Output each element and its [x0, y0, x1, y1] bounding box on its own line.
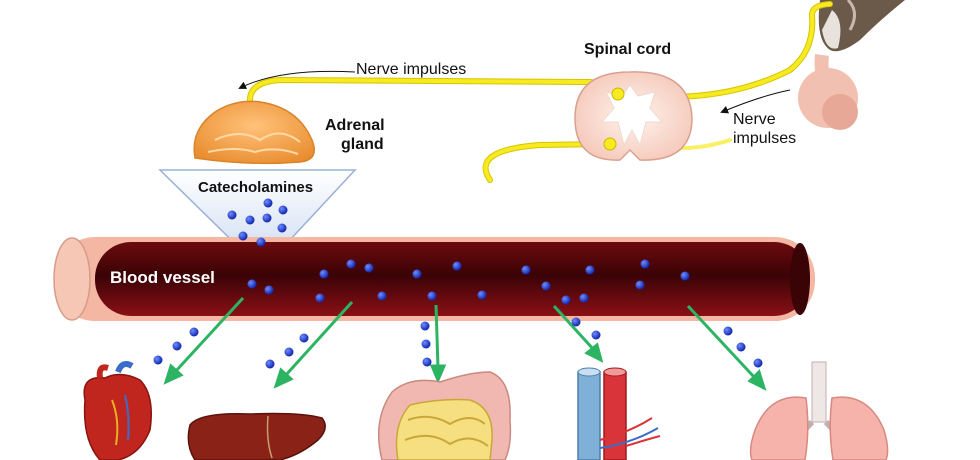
release-arrows: [163, 296, 767, 391]
nerve-impulse-arrow-right: [720, 89, 791, 114]
molecule-dot: [299, 333, 309, 343]
artery-vein-icon: [577, 367, 661, 460]
molecule-dot: [635, 280, 645, 290]
molecule-dot: [585, 265, 595, 275]
blood-vessel-icon: [53, 237, 815, 321]
molecule-dot: [245, 215, 255, 225]
molecule-dot: [238, 231, 248, 241]
spinal-cord-label: Spinal cord: [584, 41, 672, 58]
nerve-impulses-label-top: Nerve impulses: [356, 61, 467, 78]
molecule-dot: [227, 210, 237, 220]
molecule-dot: [421, 339, 431, 349]
molecule-dot: [420, 321, 430, 331]
adrenal-gland-label-1: Adrenal: [325, 117, 385, 134]
molecule-dot: [427, 291, 437, 301]
liver-icon: [187, 412, 326, 460]
molecule-dot: [346, 259, 356, 269]
molecule-dot: [153, 355, 163, 365]
molecule-dot: [364, 263, 374, 273]
lungs-icon: [749, 361, 889, 460]
adrenal-gland-label-2: gland: [341, 136, 384, 153]
molecule-dot: [541, 281, 551, 291]
molecule-dot: [256, 237, 266, 247]
molecule-dot: [422, 357, 432, 367]
catecholamines-label: Catecholamines: [198, 179, 314, 196]
molecule-dot: [172, 341, 182, 351]
molecule-dot: [319, 269, 329, 279]
molecule-dot: [521, 265, 531, 275]
molecule-dot: [315, 293, 325, 303]
molecule-dot: [736, 342, 746, 352]
molecule-dot: [263, 198, 273, 208]
molecule-dot: [377, 291, 387, 301]
catecholamine-funnel: [158, 169, 357, 272]
molecule-dot: [247, 279, 257, 289]
nerve-impulses-label-right-1: Nerve: [733, 111, 776, 128]
blood-vessel-label: Blood vessel: [110, 268, 215, 287]
molecule-dot: [591, 330, 601, 340]
molecule-dot: [640, 259, 650, 269]
molecule-dot: [452, 261, 462, 271]
molecule-dot: [723, 326, 733, 336]
catecholamine-molecules: [153, 198, 763, 369]
nerve-fibers: [247, 1, 833, 183]
molecule-dot: [277, 223, 287, 233]
adrenal-gland-icon: [193, 100, 315, 165]
molecule-dot: [753, 358, 763, 368]
molecule-dot: [477, 290, 487, 300]
molecule-dot: [278, 205, 288, 215]
molecule-dot: [579, 293, 589, 303]
molecule-dot: [284, 347, 294, 357]
spinal-cord-icon: [574, 71, 693, 161]
nerve-impulses-label-right-2: impulses: [733, 130, 797, 147]
molecule-dot: [262, 213, 272, 223]
molecule-dot: [412, 269, 422, 279]
intestine-icon: [377, 371, 512, 460]
molecule-dot: [680, 271, 690, 281]
molecule-dot: [189, 327, 199, 337]
molecule-dot: [264, 285, 274, 295]
molecule-dot: [265, 359, 275, 369]
molecule-dot: [561, 295, 571, 305]
molecule-dot: [571, 317, 581, 327]
brain-icon: [798, 0, 905, 130]
heart-icon: [83, 361, 152, 460]
nerve-impulse-arrow-top: [238, 70, 356, 89]
